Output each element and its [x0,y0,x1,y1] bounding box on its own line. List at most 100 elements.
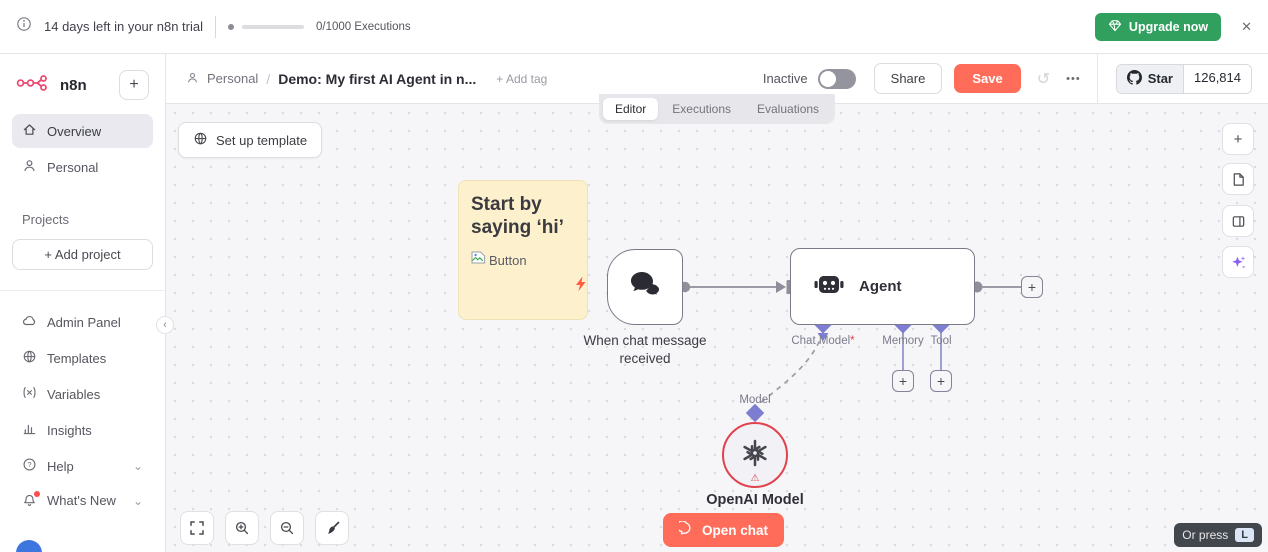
breadcrumb: Personal / Demo: My first AI Agent in n.… [186,71,547,87]
openai-logo-icon [738,436,772,475]
workflow-header: Personal / Demo: My first AI Agent in n.… [166,53,1268,104]
progress-dot [227,23,234,30]
setup-template-button[interactable]: Set up template [178,122,323,158]
ai-assistant-icon[interactable] [1222,246,1254,278]
person-icon [186,71,199,87]
sidebar-collapse-button[interactable]: ‹ [156,316,174,334]
tidy-up-button[interactable] [315,511,349,545]
model-connector-label: Model [739,394,771,406]
workflow-title[interactable]: Demo: My first AI Agent in n... [278,70,477,87]
new-workflow-button[interactable]: + [119,70,149,100]
sidebar-item-insights[interactable]: Insights [12,413,153,447]
github-star-widget[interactable]: Star 126,814 [1115,63,1252,94]
zoom-out-button[interactable] [270,511,304,545]
openai-node-label: OpenAI Model [706,492,804,508]
node-agent[interactable]: Agent [790,248,975,325]
agent-node-label: Agent [859,278,902,295]
add-tool-button[interactable]: + [930,370,952,392]
save-button[interactable]: Save [954,64,1021,93]
sticky-note[interactable]: Start by saying ‘hi’ Button [458,180,588,320]
sidebar-item-label: Overview [47,123,102,139]
tool-connector-label[interactable]: Tool [930,335,952,347]
sidebar-item-label: Personal [47,159,99,175]
toggle-panel-button[interactable] [1222,205,1254,237]
open-chat-button[interactable]: Open chat [663,513,785,547]
banner-divider [214,15,216,38]
avatar[interactable] [16,540,42,552]
n8n-logo-icon [16,72,52,99]
add-node-after-agent-button[interactable]: + [1021,276,1043,298]
banner-close-icon[interactable]: ✕ [1241,18,1252,34]
chevron-down-icon: ⌄ [132,459,143,473]
chat-model-connector-label[interactable]: Chat Model* [778,335,868,347]
star-count: 126,814 [1184,64,1251,93]
bar-chart-icon [22,421,37,439]
executions-progress [227,23,304,30]
sidebar-divider [0,290,165,291]
share-button[interactable]: Share [873,63,943,94]
view-tabs: Editor Executions Evaluations [598,94,836,124]
keyboard-hint-text: Or press [1182,528,1229,542]
projects-section-title: Projects [22,212,69,227]
cloud-icon [22,313,37,331]
tab-executions[interactable]: Executions [672,102,732,116]
zoom-to-fit-button[interactable] [180,511,214,545]
progress-track [241,24,304,29]
keyboard-hint-tooltip: Or press L [1174,523,1262,547]
sidebar-item-help[interactable]: ? Help ⌄ [12,449,153,483]
sidebar-item-variables[interactable]: Variables [12,377,153,411]
active-status-label: Inactive [762,71,808,86]
sidebar-item-admin-panel[interactable]: Admin Panel [12,305,153,339]
chat-model-text: Chat Model [791,335,851,347]
upgrade-now-button[interactable]: Upgrade now [1094,12,1222,41]
robot-icon [813,268,845,305]
memory-connector-label[interactable]: Memory [882,335,924,347]
svg-text:?: ? [27,460,31,469]
sidebar-item-whats-new[interactable]: What's New ⌄ [12,485,153,516]
sidebar-item-templates[interactable]: Templates [12,341,153,375]
connections-layer [679,280,1021,423]
trial-countdown-text: 14 days left in your n8n trial [44,19,203,34]
add-project-button[interactable]: + Add project [12,239,153,270]
github-icon [1126,69,1142,88]
more-menu-icon[interactable]: ••• [1066,72,1081,85]
sidebar-item-personal[interactable]: Personal [12,150,153,184]
add-tag-button[interactable]: + Add tag [496,71,548,86]
breadcrumb-project[interactable]: Personal [207,71,259,86]
trial-banner: 14 days left in your n8n trial 0/1000 Ex… [0,0,1268,54]
info-icon [16,16,32,37]
trigger-bolt-icon [574,276,588,297]
main-area: Personal / Demo: My first AI Agent in n.… [166,53,1268,552]
add-sticky-note-button[interactable] [1222,163,1254,195]
chevron-down-icon: ⌄ [132,493,143,508]
sidebar-item-label: Templates [47,350,107,366]
chat-icon [676,520,694,539]
bell-icon [22,491,40,508]
help-icon: ? [22,457,37,475]
warning-icon: ⚠ [750,473,760,484]
executions-count-text: 0/1000 Executions [315,20,411,33]
tab-evaluations[interactable]: Evaluations [757,102,820,116]
home-icon [22,122,37,140]
active-toggle[interactable] [817,68,856,89]
logo-wordmark: n8n [60,76,87,94]
variables-icon [22,385,37,403]
sidebar-item-overview[interactable]: Overview [12,114,153,148]
sticky-image-alt-text: Button [489,252,527,268]
notification-dot [34,491,40,497]
zoom-in-button[interactable] [225,511,259,545]
chat-trigger-label: When chat message received [583,333,707,367]
workflow-canvas[interactable]: Set up template Start by saying ‘hi’ But… [166,104,1268,552]
required-asterisk: * [850,335,855,347]
add-node-button[interactable]: + [1222,123,1254,155]
sidebar-item-label: What's New [47,493,116,508]
add-memory-button[interactable]: + [892,370,914,392]
key-badge: L [1235,528,1254,542]
node-openai-model[interactable]: ⚠ [722,422,788,488]
setup-template-label: Set up template [216,132,308,148]
github-star-zone: Star 126,814 [1096,53,1252,104]
sidebar-item-label: Variables [47,386,101,402]
sidebar-item-label: Help [47,458,74,474]
tab-editor[interactable]: Editor [602,98,659,120]
node-chat-trigger[interactable] [607,249,683,325]
